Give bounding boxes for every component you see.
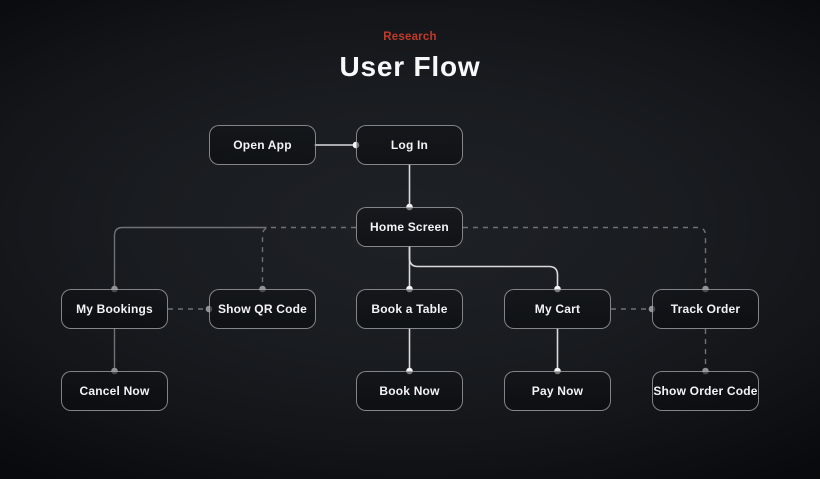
node-home-screen[interactable]: Home Screen (356, 207, 463, 247)
node-book-a-table[interactable]: Book a Table (356, 289, 463, 329)
node-label: Pay Now (531, 384, 584, 398)
eyebrow-label: Research (383, 31, 437, 43)
node-open-app[interactable]: Open App (209, 125, 316, 165)
node-label: Book Now (379, 384, 440, 398)
node-pay-now[interactable]: Pay Now (504, 371, 611, 411)
node-show-qr-code[interactable]: Show QR Code (209, 289, 316, 329)
node-label: Log In (390, 138, 429, 152)
node-label: Home Screen (370, 220, 449, 234)
node-cancel-now[interactable]: Cancel Now (61, 371, 168, 411)
node-label: Open App (233, 138, 292, 152)
node-label: Show QR Code (217, 302, 308, 316)
edge-home-screen-to-my-cart (408, 246, 559, 290)
edge-home-screen-to-show-qr-code (261, 226, 356, 289)
node-label: Track Order (670, 302, 741, 316)
node-show-order-code[interactable]: Show Order Code (652, 371, 759, 411)
node-book-now[interactable]: Book Now (356, 371, 463, 411)
node-label: Book a Table (371, 302, 448, 316)
node-log-in[interactable]: Log In (356, 125, 463, 165)
edge-home-screen-to-my-bookings (113, 226, 267, 290)
node-my-cart[interactable]: My Cart (504, 289, 611, 329)
node-label: Cancel Now (79, 384, 150, 398)
node-my-bookings[interactable]: My Bookings (61, 289, 168, 329)
node-label: My Bookings (76, 302, 153, 316)
page-title: User Flow (339, 51, 481, 82)
edge-home-screen-to-track-order (463, 226, 707, 289)
node-track-order[interactable]: Track Order (652, 289, 759, 329)
node-label: My Cart (534, 302, 581, 316)
node-label: Show Order Code (653, 384, 758, 398)
